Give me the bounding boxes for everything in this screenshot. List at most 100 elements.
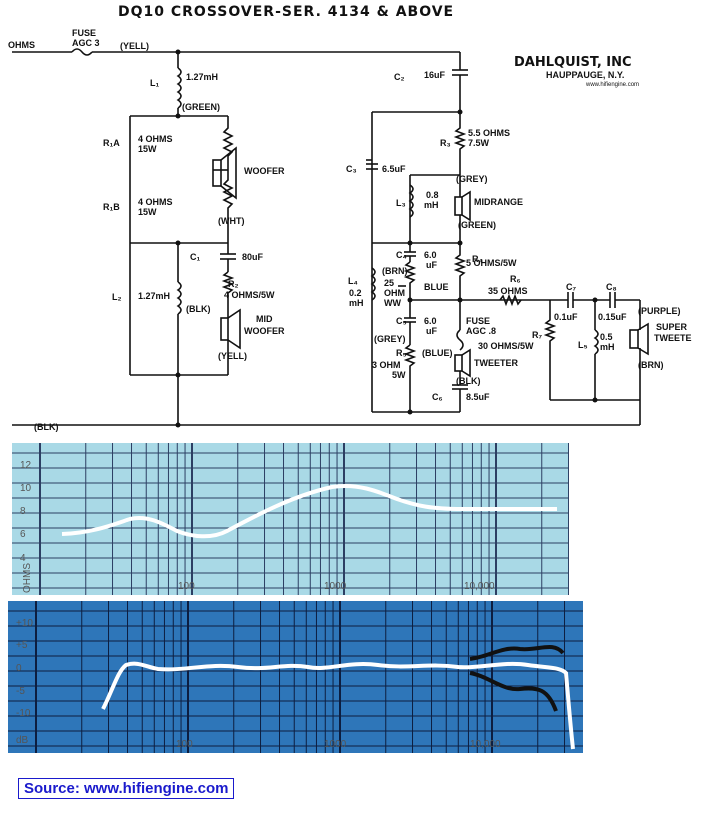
label-r1a-val-a: 4 OHMS — [138, 134, 173, 144]
label-l2-val: 1.27mH — [138, 291, 170, 301]
x-tick-label: 1000 — [324, 739, 347, 750]
label-fuse-agc8-b: AGC .8 — [466, 326, 496, 336]
label-c6-val: 8.5uF — [466, 392, 490, 402]
label-blk-tw: (BLK) — [456, 376, 481, 386]
y-tick-label: 12 — [20, 460, 32, 471]
label-green1: (GREEN) — [182, 102, 220, 112]
response-curve-upper — [469, 644, 565, 661]
label-blk-mid: (BLK) — [186, 304, 211, 314]
label-ww25-c: WW — [384, 298, 401, 308]
y-tick-label: +5 — [16, 640, 28, 651]
label-r1a-val-b: 15W — [138, 144, 157, 154]
response-graph-bg — [8, 601, 583, 753]
label-l1-val: 1.27mH — [186, 72, 218, 82]
label-fuse-agc3-b: AGC 3 — [72, 38, 100, 48]
label-yell-top: (YELL) — [120, 41, 149, 51]
label-blue1: BLUE — [424, 282, 449, 292]
label-l5: L₅ — [578, 340, 588, 350]
impedance-y-axis-label: OHMS — [22, 563, 33, 593]
x-tick-label: 100 — [178, 581, 195, 592]
label-r6-val: 35 OHMS — [488, 286, 528, 296]
x-tick-label: 10,000 — [470, 739, 501, 750]
label-grey2: (GREY) — [374, 334, 406, 344]
label-l4-val-a: 0.2 — [349, 288, 362, 298]
label-r7-val: 30 OHMS/5W — [478, 341, 534, 351]
label-c5: C₅ — [396, 316, 407, 326]
label-c7-val: 0.1uF — [554, 312, 578, 322]
impedance-gridlines — [12, 443, 569, 595]
y-tick-label: 10 — [20, 483, 32, 494]
label-c1-val: 80uF — [242, 252, 264, 262]
label-r3-val-a: 5.5 OHMS — [468, 128, 510, 138]
label-ww25-a: 25 — [384, 278, 394, 288]
label-r1b-val-a: 4 OHMS — [138, 197, 173, 207]
y-tick-label: dB — [16, 735, 29, 746]
label-yell-mid: (YELL) — [218, 351, 247, 361]
company-city: HAUPPAUGE, N.Y. — [546, 70, 624, 80]
label-r5-val-a: 3 OHM — [372, 360, 401, 370]
label-brn1: (BRN) — [382, 266, 408, 276]
response-gridlines — [8, 601, 583, 753]
label-purple: (PURPLE) — [638, 306, 681, 316]
label-l4-val-b: mH — [349, 298, 364, 308]
label-l4: L₄ — [348, 276, 358, 286]
label-c3-val: 6.5uF — [382, 164, 406, 174]
schematic-title: DQ10 CROSSOVER-SER. 4134 & ABOVE — [118, 4, 454, 20]
x-tick-label: 1000 — [324, 581, 347, 592]
y-tick-label: -5 — [16, 686, 25, 697]
label-brn2: (BRN) — [638, 360, 664, 370]
y-tick-label: +10 — [16, 618, 33, 629]
label-c8: C₈ — [606, 282, 617, 292]
y-tick-label: 0 — [16, 663, 22, 674]
label-ohms: OHMS — [8, 40, 35, 50]
label-c7: C₇ — [566, 282, 576, 292]
y-tick-label: 6 — [20, 529, 26, 540]
label-l5-val-b: mH — [600, 342, 615, 352]
label-r4-val: 5 OHMS/5W — [466, 258, 517, 268]
label-r2: R₂ — [228, 279, 239, 289]
label-super: SUPER — [656, 322, 688, 332]
label-fuse-agc8-a: FUSE — [466, 316, 490, 326]
label-blk-bottom: (BLK) — [34, 422, 59, 432]
label-l5-val-a: 0.5 — [600, 332, 613, 342]
label-c8-val: 0.15uF — [598, 312, 627, 322]
label-l3: L₃ — [396, 198, 406, 208]
watermark: www.hifiengine.com — [585, 82, 639, 88]
label-fuse-agc3-a: FUSE — [72, 28, 96, 38]
label-c4-val-a: 6.0 — [424, 250, 437, 260]
x-tick-label: 10,000 — [464, 581, 495, 592]
label-c2: C₂ — [394, 72, 405, 82]
label-l2: L₂ — [112, 292, 122, 302]
impedance-curve — [61, 483, 557, 539]
impedance-graph-bg — [12, 443, 569, 595]
label-blue2: (BLUE) — [422, 348, 453, 358]
label-r2-val: 4 OHMS/5W — [224, 290, 275, 300]
label-wht: (WHT) — [218, 216, 245, 226]
label-midrange: MIDRANGE — [474, 197, 523, 207]
label-grey1: (GREY) — [456, 174, 488, 184]
label-r3: R₃ — [440, 138, 451, 148]
label-c4: C₄ — [396, 250, 407, 260]
label-tweete: TWEETE — [654, 333, 692, 343]
frequency-response-graph: +10 +5 0 -5 -10 dB 100 1000 10,000 — [8, 601, 583, 753]
response-curve-lower — [469, 671, 558, 712]
label-woofer2: WOOFER — [244, 326, 285, 336]
label-mid: MID — [256, 314, 273, 324]
y-tick-label: -10 — [16, 708, 31, 719]
y-tick-label: 8 — [20, 506, 26, 517]
label-c5-val-b: uF — [426, 326, 437, 336]
label-r1b-val-b: 15W — [138, 207, 157, 217]
label-c5-val-a: 6.0 — [424, 316, 437, 326]
crossover-schematic: DQ10 CROSSOVER-SER. 4134 & ABOVE DAHLQUI… — [8, 4, 692, 432]
source-caption[interactable]: Source: www.hifiengine.com — [18, 778, 235, 799]
label-l1: L₁ — [150, 78, 159, 88]
label-c4-val-b: uF — [426, 260, 437, 270]
x-tick-label: 100 — [176, 739, 193, 750]
label-l3-val-a: 0.8 — [426, 190, 439, 200]
label-r5-val-b: 5W — [392, 370, 406, 380]
response-curve-main — [101, 661, 575, 750]
label-r4: R₄ — [472, 254, 483, 264]
label-c1: C₁ — [190, 252, 200, 262]
label-r1b: R₁B — [103, 202, 120, 212]
